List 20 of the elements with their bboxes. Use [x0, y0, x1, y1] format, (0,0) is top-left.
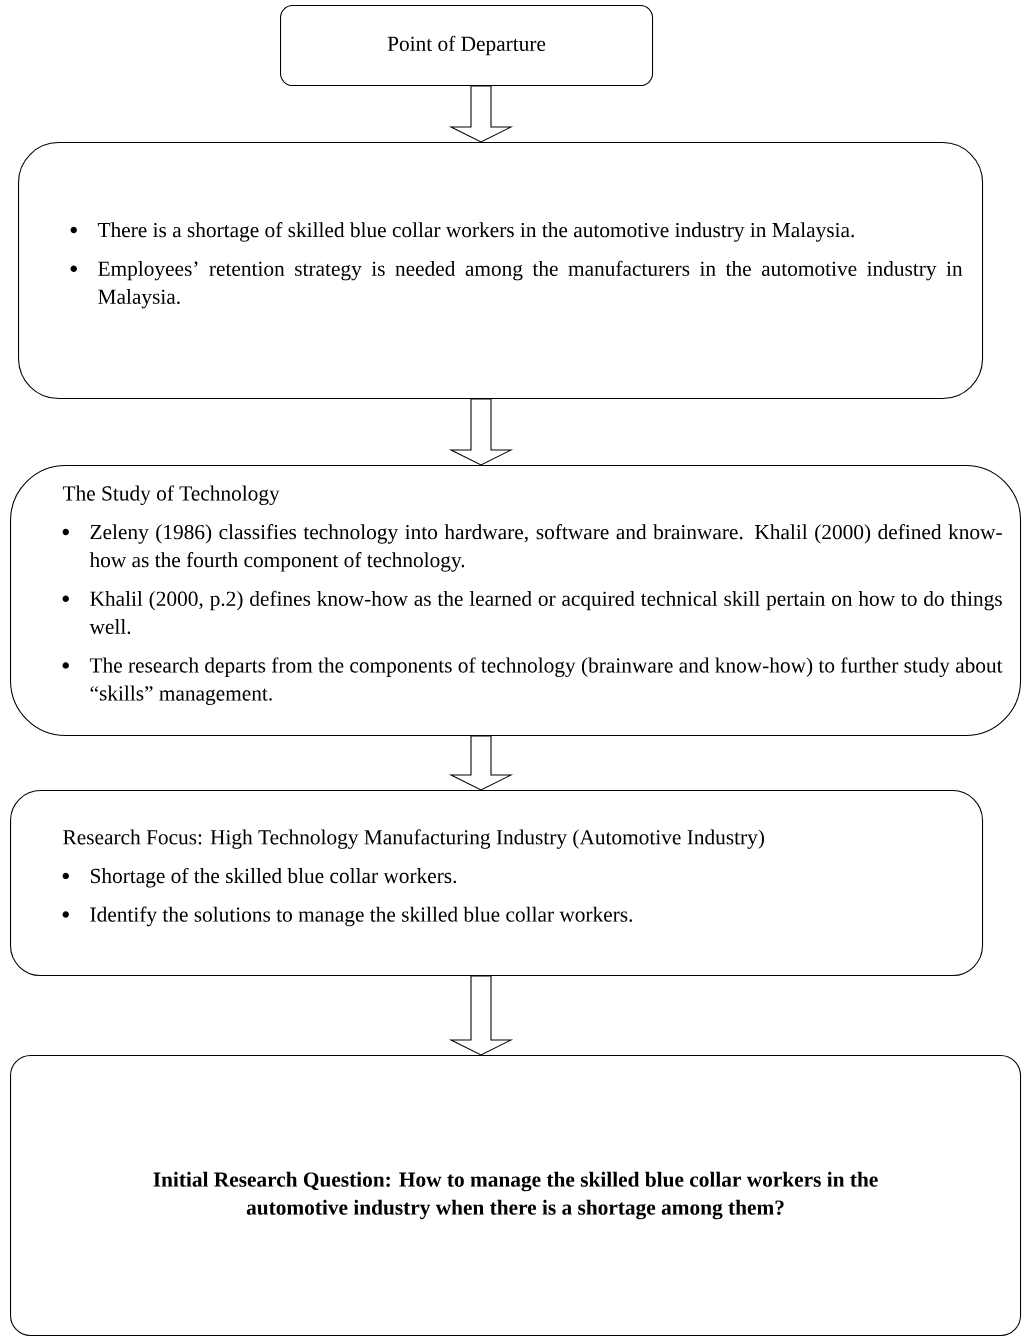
block-arrow	[448, 735, 514, 791]
box-text: Point of Departure	[387, 35, 546, 56]
bullet-point: Identify the solutions to manage the skilled blue collar workers.	[90, 906, 633, 927]
process-box	[280, 5, 654, 87]
bullet-point: Zeleny (1986) classifies technology into hardware, software and brainware. Khalil (2000) defined know-how as the fourth component of technology.	[89, 524, 1002, 572]
box-text: Initial Research Question: How to manage the skilled blue collar workers in the automotive industry when there is a shortage among them?	[153, 1171, 878, 1220]
process-box	[10, 1055, 1022, 1337]
bullet-point: The research departs from the components of technology (brainware and know-how) to further study about “skills” management.	[89, 657, 1003, 705]
process-box	[10, 465, 1022, 737]
block-arrow	[448, 975, 514, 1056]
process-box	[18, 142, 984, 400]
bullet-point: Khalil (2000, p.2) defines know-how as the learned or acquired technical skill pertain on how to do things well.	[89, 590, 1002, 635]
bullet-point: There is a shortage of skilled blue collar workers in the automotive industry in Malaysia.	[97, 222, 854, 242]
bullet-point: Shortage of the skilled blue collar workers.	[90, 867, 457, 888]
box-heading: The Study of Technology	[62, 485, 280, 505]
block-arrow	[448, 398, 514, 466]
bullet-point: Employees’ retention strategy is needed among the manufacturers in the automotive industry in Malaysia.	[98, 260, 963, 309]
process-box	[10, 790, 984, 977]
block-arrow	[448, 85, 514, 143]
box-heading: Research Focus: High Technology Manufacturing Industry (Automotive Industry)	[63, 829, 764, 849]
